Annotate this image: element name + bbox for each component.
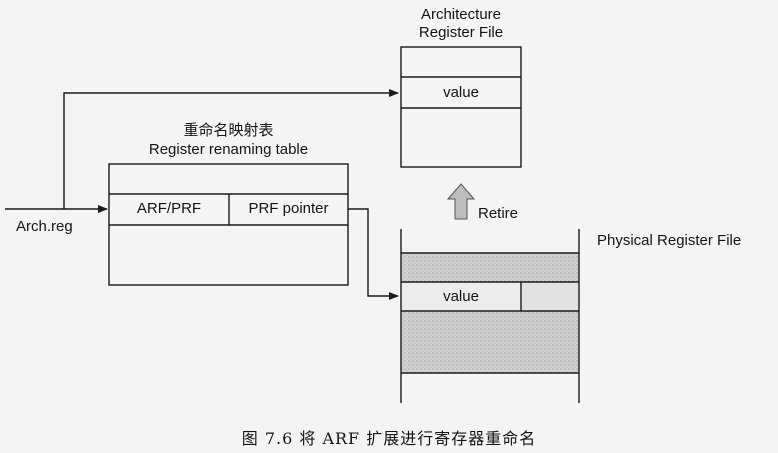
- renaming-table-title-cn: 重命名映射表: [183, 122, 274, 139]
- arf-title-line2: Register File: [418, 24, 504, 41]
- renaming-table-box: [108, 163, 349, 286]
- arf-value-cell: value: [443, 84, 479, 101]
- retire-arrow: [446, 183, 476, 220]
- prf-title: Physical Register File: [597, 232, 742, 249]
- arch-reg-to-arf-arrow: [63, 89, 399, 209]
- figure-caption: 图 7.6 将 ARF 扩展进行寄存器重命名: [241, 429, 537, 448]
- prf-value-cell: value: [443, 288, 479, 305]
- retire-label: Retire: [478, 205, 519, 222]
- arf-title-line1: Architecture: [420, 6, 502, 23]
- renaming-col-prf-pointer: PRF pointer: [248, 200, 329, 217]
- renaming-table-title-en: Register renaming table: [148, 141, 309, 158]
- physical-register-file-box: [400, 229, 580, 403]
- renaming-col-arf-prf: ARF/PRF: [136, 200, 202, 217]
- arch-reg-label: Arch.reg: [16, 218, 73, 235]
- arch-register-file-box: [400, 46, 522, 168]
- prf-pointer-arrow: [348, 208, 399, 300]
